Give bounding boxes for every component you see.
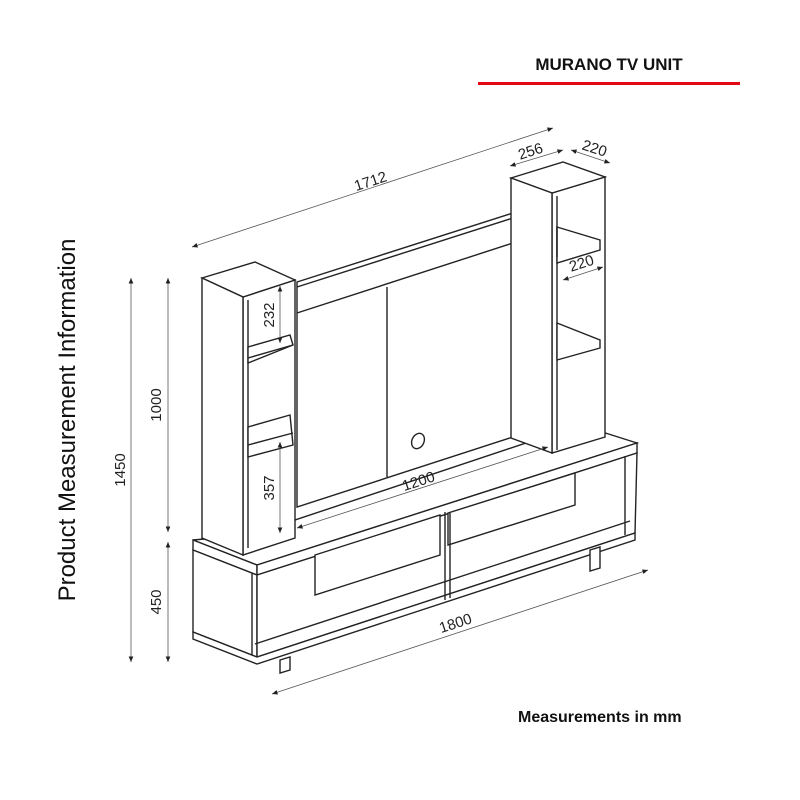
dimension-labels: 1712 256 220 220 232 357 1200 1800 1450 … bbox=[112, 137, 609, 637]
title-underline bbox=[478, 82, 740, 85]
dim-base-height: 450 bbox=[148, 589, 165, 614]
left-tower bbox=[200, 261, 297, 557]
product-title: MURANO TV UNIT bbox=[535, 55, 683, 74]
dim-upper-height: 1000 bbox=[148, 388, 165, 421]
units-note: Measurements in mm bbox=[518, 709, 682, 726]
dim-total-width: 1712 bbox=[352, 168, 389, 194]
dim-tower-width: 256 bbox=[516, 140, 545, 164]
dim-tower-depth: 220 bbox=[580, 137, 609, 161]
dim-lower-shelf: 357 bbox=[261, 475, 278, 500]
dim-base-width: 1800 bbox=[437, 610, 474, 636]
dim-total-height: 1450 bbox=[112, 453, 129, 486]
right-tower bbox=[508, 161, 608, 455]
dim-shelf-depth: 220 bbox=[567, 252, 596, 276]
dimension-lines bbox=[128, 127, 649, 695]
dim-upper-shelf: 232 bbox=[261, 302, 278, 327]
